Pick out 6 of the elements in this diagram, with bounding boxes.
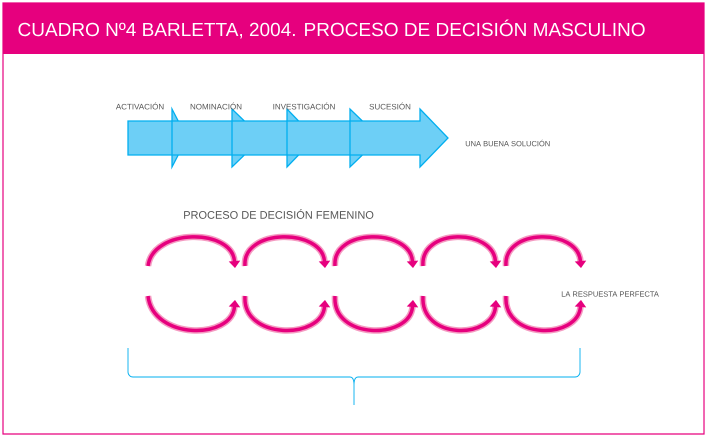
text-label: NOMINACIÓN	[190, 102, 242, 110]
text-label: ACTIVACIÓN	[116, 102, 164, 110]
text-label: SUCESIÓN	[369, 102, 410, 110]
text-label: INVESTIGACIÓN	[273, 102, 335, 110]
title-band: CUADRO Nº4 BARLETTA, 2004. PROCESO DE DECISIÓN MASCULINO	[3, 3, 704, 54]
text-label: PROCESO DE DECISIÓN FEMENINO	[184, 209, 374, 219]
